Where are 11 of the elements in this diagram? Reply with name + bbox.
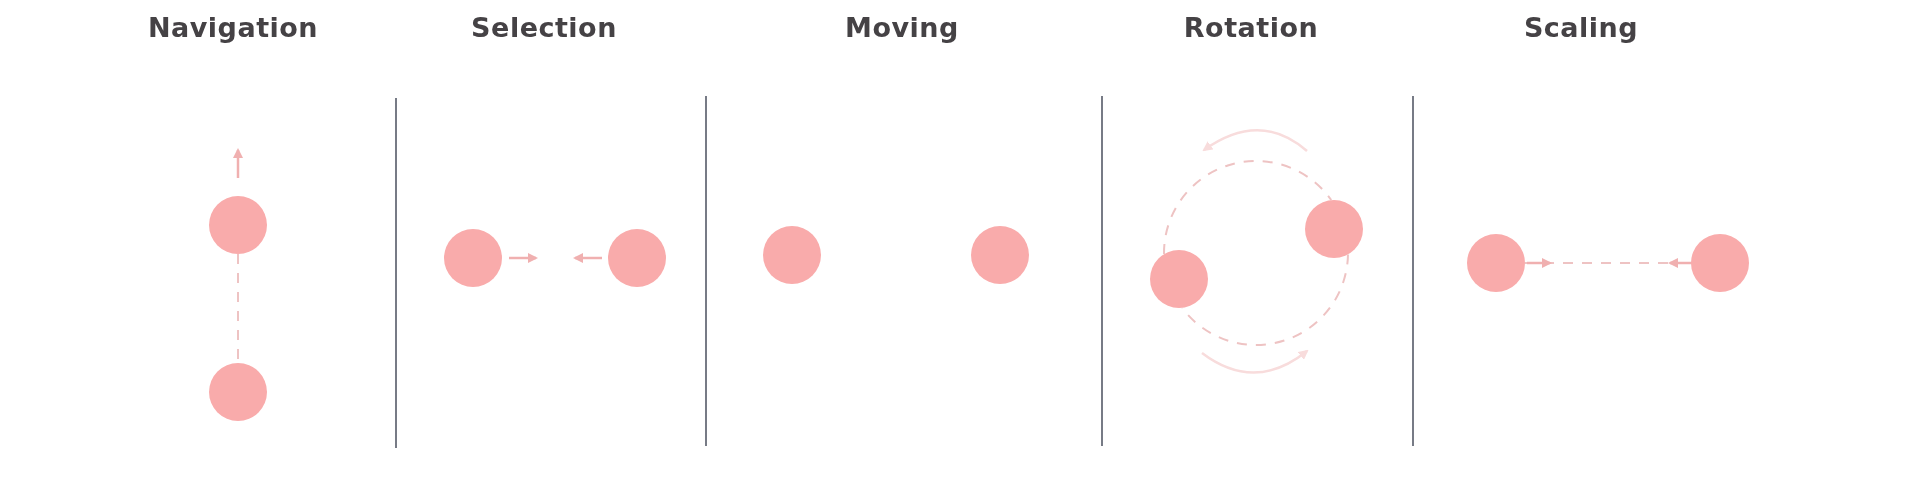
panel-title: Selection: [471, 12, 617, 43]
touch-point-circle: [971, 226, 1029, 284]
panel-title: Rotation: [1183, 12, 1319, 43]
panel-title: Navigation: [147, 12, 319, 43]
panel-title: Scaling: [1523, 12, 1639, 43]
touch-point-circle: [1150, 250, 1208, 308]
panel-title: Moving: [845, 12, 959, 43]
touch-point-circle: [209, 363, 267, 421]
touch-point-circle: [209, 196, 267, 254]
touch-point-circle: [1305, 200, 1363, 258]
dashed-connector: [1163, 160, 1333, 255]
